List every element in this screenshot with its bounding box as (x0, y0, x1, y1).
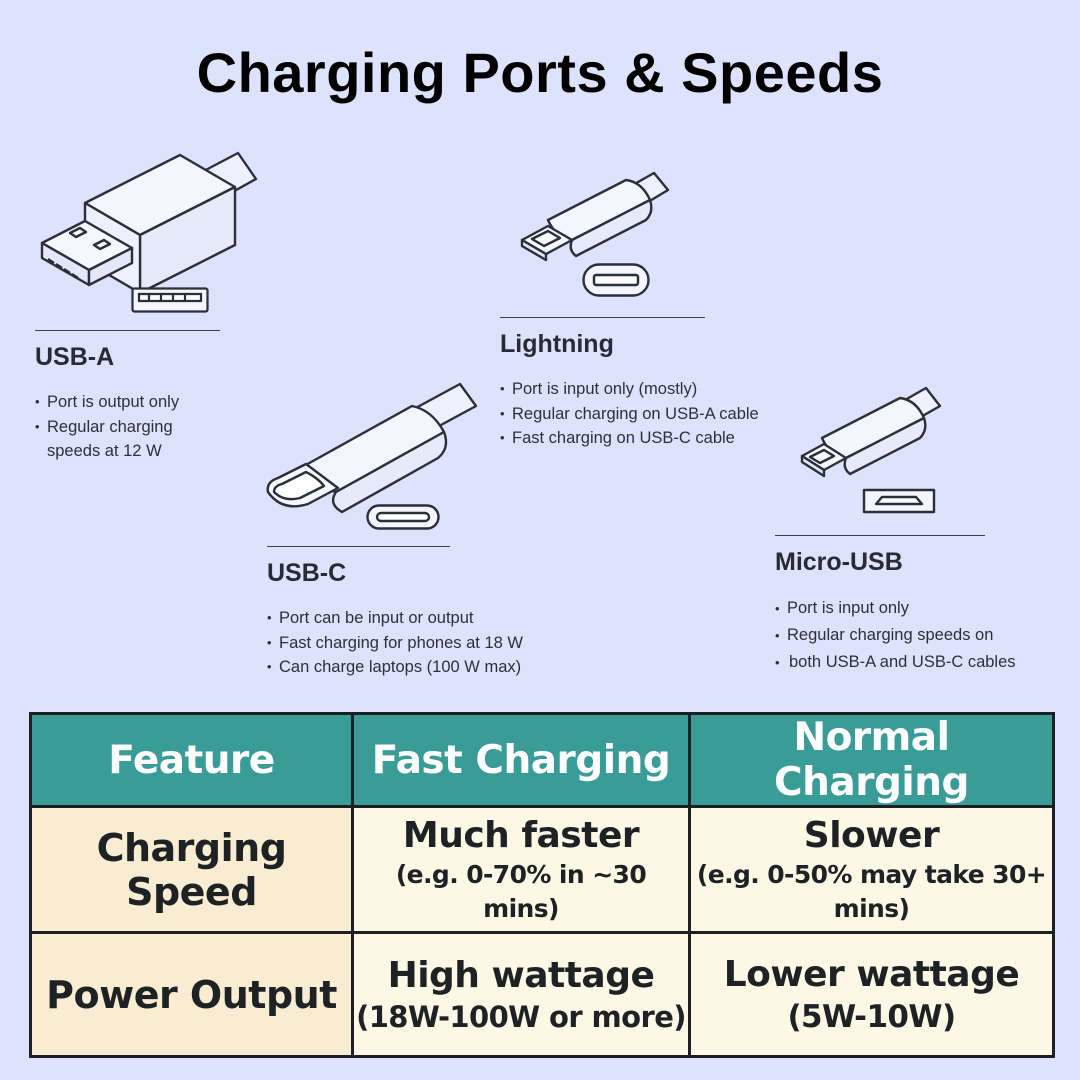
bullet-item: Port is output only (35, 390, 220, 415)
port-micro-usb: Micro-USB Port is input only Regular cha… (775, 535, 1016, 676)
bullet-item: Port is input only (775, 595, 1065, 622)
table-row: Power Output High wattage (18W-100W or m… (29, 931, 1055, 1058)
table-header-cell: Normal Charging (688, 712, 1055, 808)
port-bullets: Port is output only Regular charging spe… (35, 390, 220, 464)
port-usb-c: USB-C Port can be input or output Fast c… (267, 546, 523, 680)
bullet-item: Port is input only (mostly) (500, 377, 800, 402)
port-name: USB-C (267, 559, 347, 587)
cell-sub-text: (e.g. 0-50% may take 30+ mins) (696, 859, 1047, 923)
comparison-table: Feature Fast Charging Normal Charging Ch… (29, 712, 1055, 1058)
port-usb-a: USB-A Port is output only Regular chargi… (35, 330, 220, 464)
divider (775, 535, 985, 536)
bullet-item: Regular charging speeds at 12 W (35, 415, 220, 464)
bullet-item: both USB-A and USB-C cables (775, 649, 1065, 676)
bullet-item: Can charge laptops (100 W max) (267, 655, 547, 680)
port-bullets: Port is input only (mostly) Regular char… (500, 377, 800, 451)
usb-c-plug-icon (262, 380, 492, 525)
usb-a-port-icon (131, 287, 209, 313)
divider (267, 546, 450, 547)
cell-sub-text: (5W-10W) (787, 998, 956, 1035)
table-cell: Slower (e.g. 0-50% may take 30+ mins) (688, 805, 1055, 934)
port-name: Lightning (500, 330, 614, 358)
cell-sub-text: (18W-100W or more) (356, 999, 686, 1034)
cell-sub-text: (e.g. 0-70% in ~30 mins) (395, 859, 647, 923)
table-cell: Lower wattage (5W-10W) (688, 931, 1055, 1058)
bullet-item: Regular charging on USB-A cable (500, 402, 800, 427)
cell-main-text: High wattage (387, 954, 655, 996)
bullet-item: Fast charging for phones at 18 W (267, 631, 547, 656)
bullet-item: Regular charging speeds on (775, 622, 1065, 649)
usb-a-plug-icon (30, 145, 270, 310)
table-header-cell: Feature (29, 712, 354, 808)
lightning-port-icon (582, 263, 650, 297)
port-name: Micro-USB (775, 548, 903, 576)
cell-main-text: Much faster (402, 814, 640, 856)
cell-main-text: Lower wattage (723, 953, 1020, 995)
port-bullets: Port is input only Regular charging spee… (775, 595, 1065, 676)
bullet-item: Fast charging on USB-C cable (500, 426, 800, 451)
micro-usb-plug-icon (798, 384, 948, 479)
divider (35, 330, 220, 331)
lightning-plug-icon (518, 168, 678, 268)
cell-main-text: Slower (803, 814, 940, 856)
micro-usb-port-icon (862, 488, 936, 514)
table-header-row: Feature Fast Charging Normal Charging (29, 712, 1055, 808)
table-cell: Much faster (e.g. 0-70% in ~30 mins) (351, 805, 691, 934)
table-header-cell: Fast Charging (351, 712, 691, 808)
divider (500, 317, 705, 318)
table-feature-cell: Power Output (29, 931, 354, 1058)
port-name: USB-A (35, 343, 115, 371)
page-title: Charging Ports & Speeds (196, 41, 884, 104)
table-row: Charging Speed Much faster (e.g. 0-70% i… (29, 805, 1055, 934)
bullet-item: Port can be input or output (267, 606, 547, 631)
port-lightning: Lightning Port is input only (mostly) Re… (500, 317, 759, 451)
port-bullets: Port can be input or output Fast chargin… (267, 606, 547, 680)
usb-c-port-icon (366, 504, 440, 530)
table-feature-cell: Charging Speed (29, 805, 354, 934)
table-cell: High wattage (18W-100W or more) (351, 931, 691, 1058)
